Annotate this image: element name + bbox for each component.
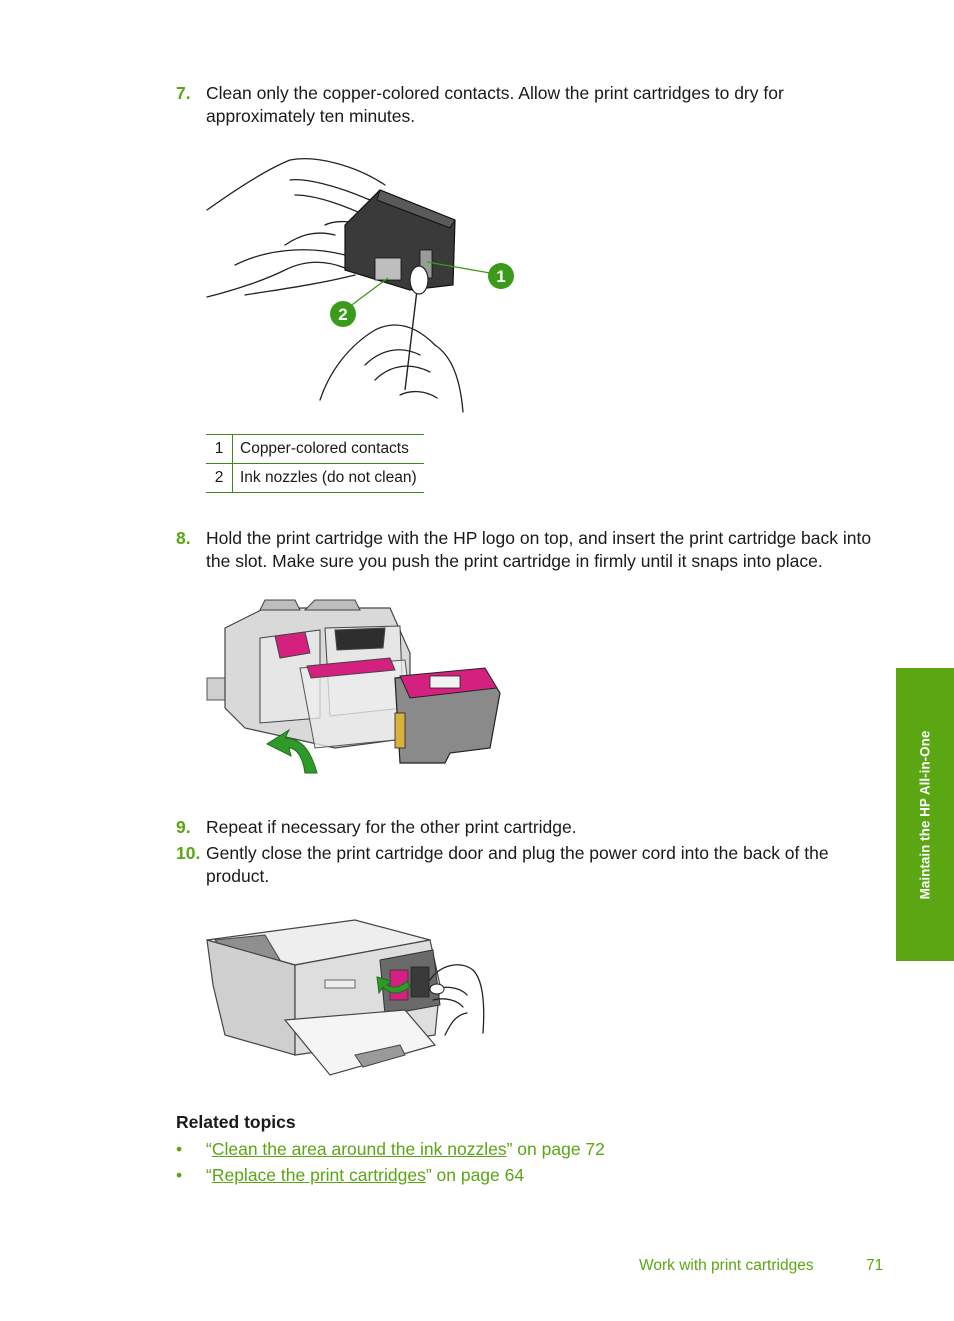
step-number: 7.	[176, 83, 191, 103]
step-number: 9.	[176, 817, 191, 837]
legend-number: 2	[206, 463, 233, 493]
step-8: 8. Hold the print cartridge with the HP …	[176, 527, 896, 573]
link-replace-cartridges[interactable]: Replace the print cartridges	[211, 1165, 426, 1185]
legend-row: 1 Copper-colored contacts	[206, 434, 424, 464]
chapter-side-tab-label: Maintain the HP All-in-One	[917, 730, 933, 899]
link-clean-ink-nozzles[interactable]: Clean the area around the ink nozzles	[211, 1139, 507, 1159]
page-reference: ” on page 64	[425, 1165, 525, 1185]
step-number: 8.	[176, 528, 191, 548]
footer-section-title: Work with print cartridges	[639, 1257, 814, 1274]
chapter-side-tab: Maintain the HP All-in-One	[896, 668, 954, 961]
footer-page-number: 71	[866, 1257, 884, 1274]
bullet: •	[176, 1139, 183, 1159]
cleaning-contacts-illustration: 1 2	[206, 158, 514, 413]
step-text: Clean only the copper-colored contacts. …	[206, 83, 784, 126]
legend-label: Copper-colored contacts	[232, 434, 424, 464]
legend-label: Ink nozzles (do not clean)	[232, 463, 424, 493]
insert-cartridge-illustration	[206, 599, 501, 774]
step-text: Gently close the print cartridge door an…	[206, 843, 829, 886]
callout-1: 1	[496, 267, 505, 286]
step-text: Hold the print cartridge with the HP log…	[206, 528, 872, 571]
page-reference: ” on page 72	[506, 1139, 605, 1159]
close-door-illustration	[206, 919, 485, 1076]
related-topics-heading: Related topics	[176, 1112, 296, 1132]
legend-number: 1	[206, 434, 233, 464]
quote-open: “	[206, 1165, 212, 1185]
legend-row: 2 Ink nozzles (do not clean)	[206, 463, 424, 493]
step-number: 10.	[176, 843, 201, 863]
bullet: •	[176, 1165, 183, 1185]
step-10: 10. Gently close the print cartridge doo…	[176, 842, 896, 888]
quote-open: “	[206, 1139, 212, 1159]
callout-legend-table: 1 Copper-colored contacts 2 Ink nozzles …	[206, 434, 424, 493]
step-9: 9. Repeat if necessary for the other pri…	[176, 816, 896, 839]
step-7: 7. Clean only the copper-colored contact…	[176, 82, 896, 128]
step-text: Repeat if necessary for the other print …	[206, 817, 577, 837]
callout-2: 2	[338, 305, 347, 324]
